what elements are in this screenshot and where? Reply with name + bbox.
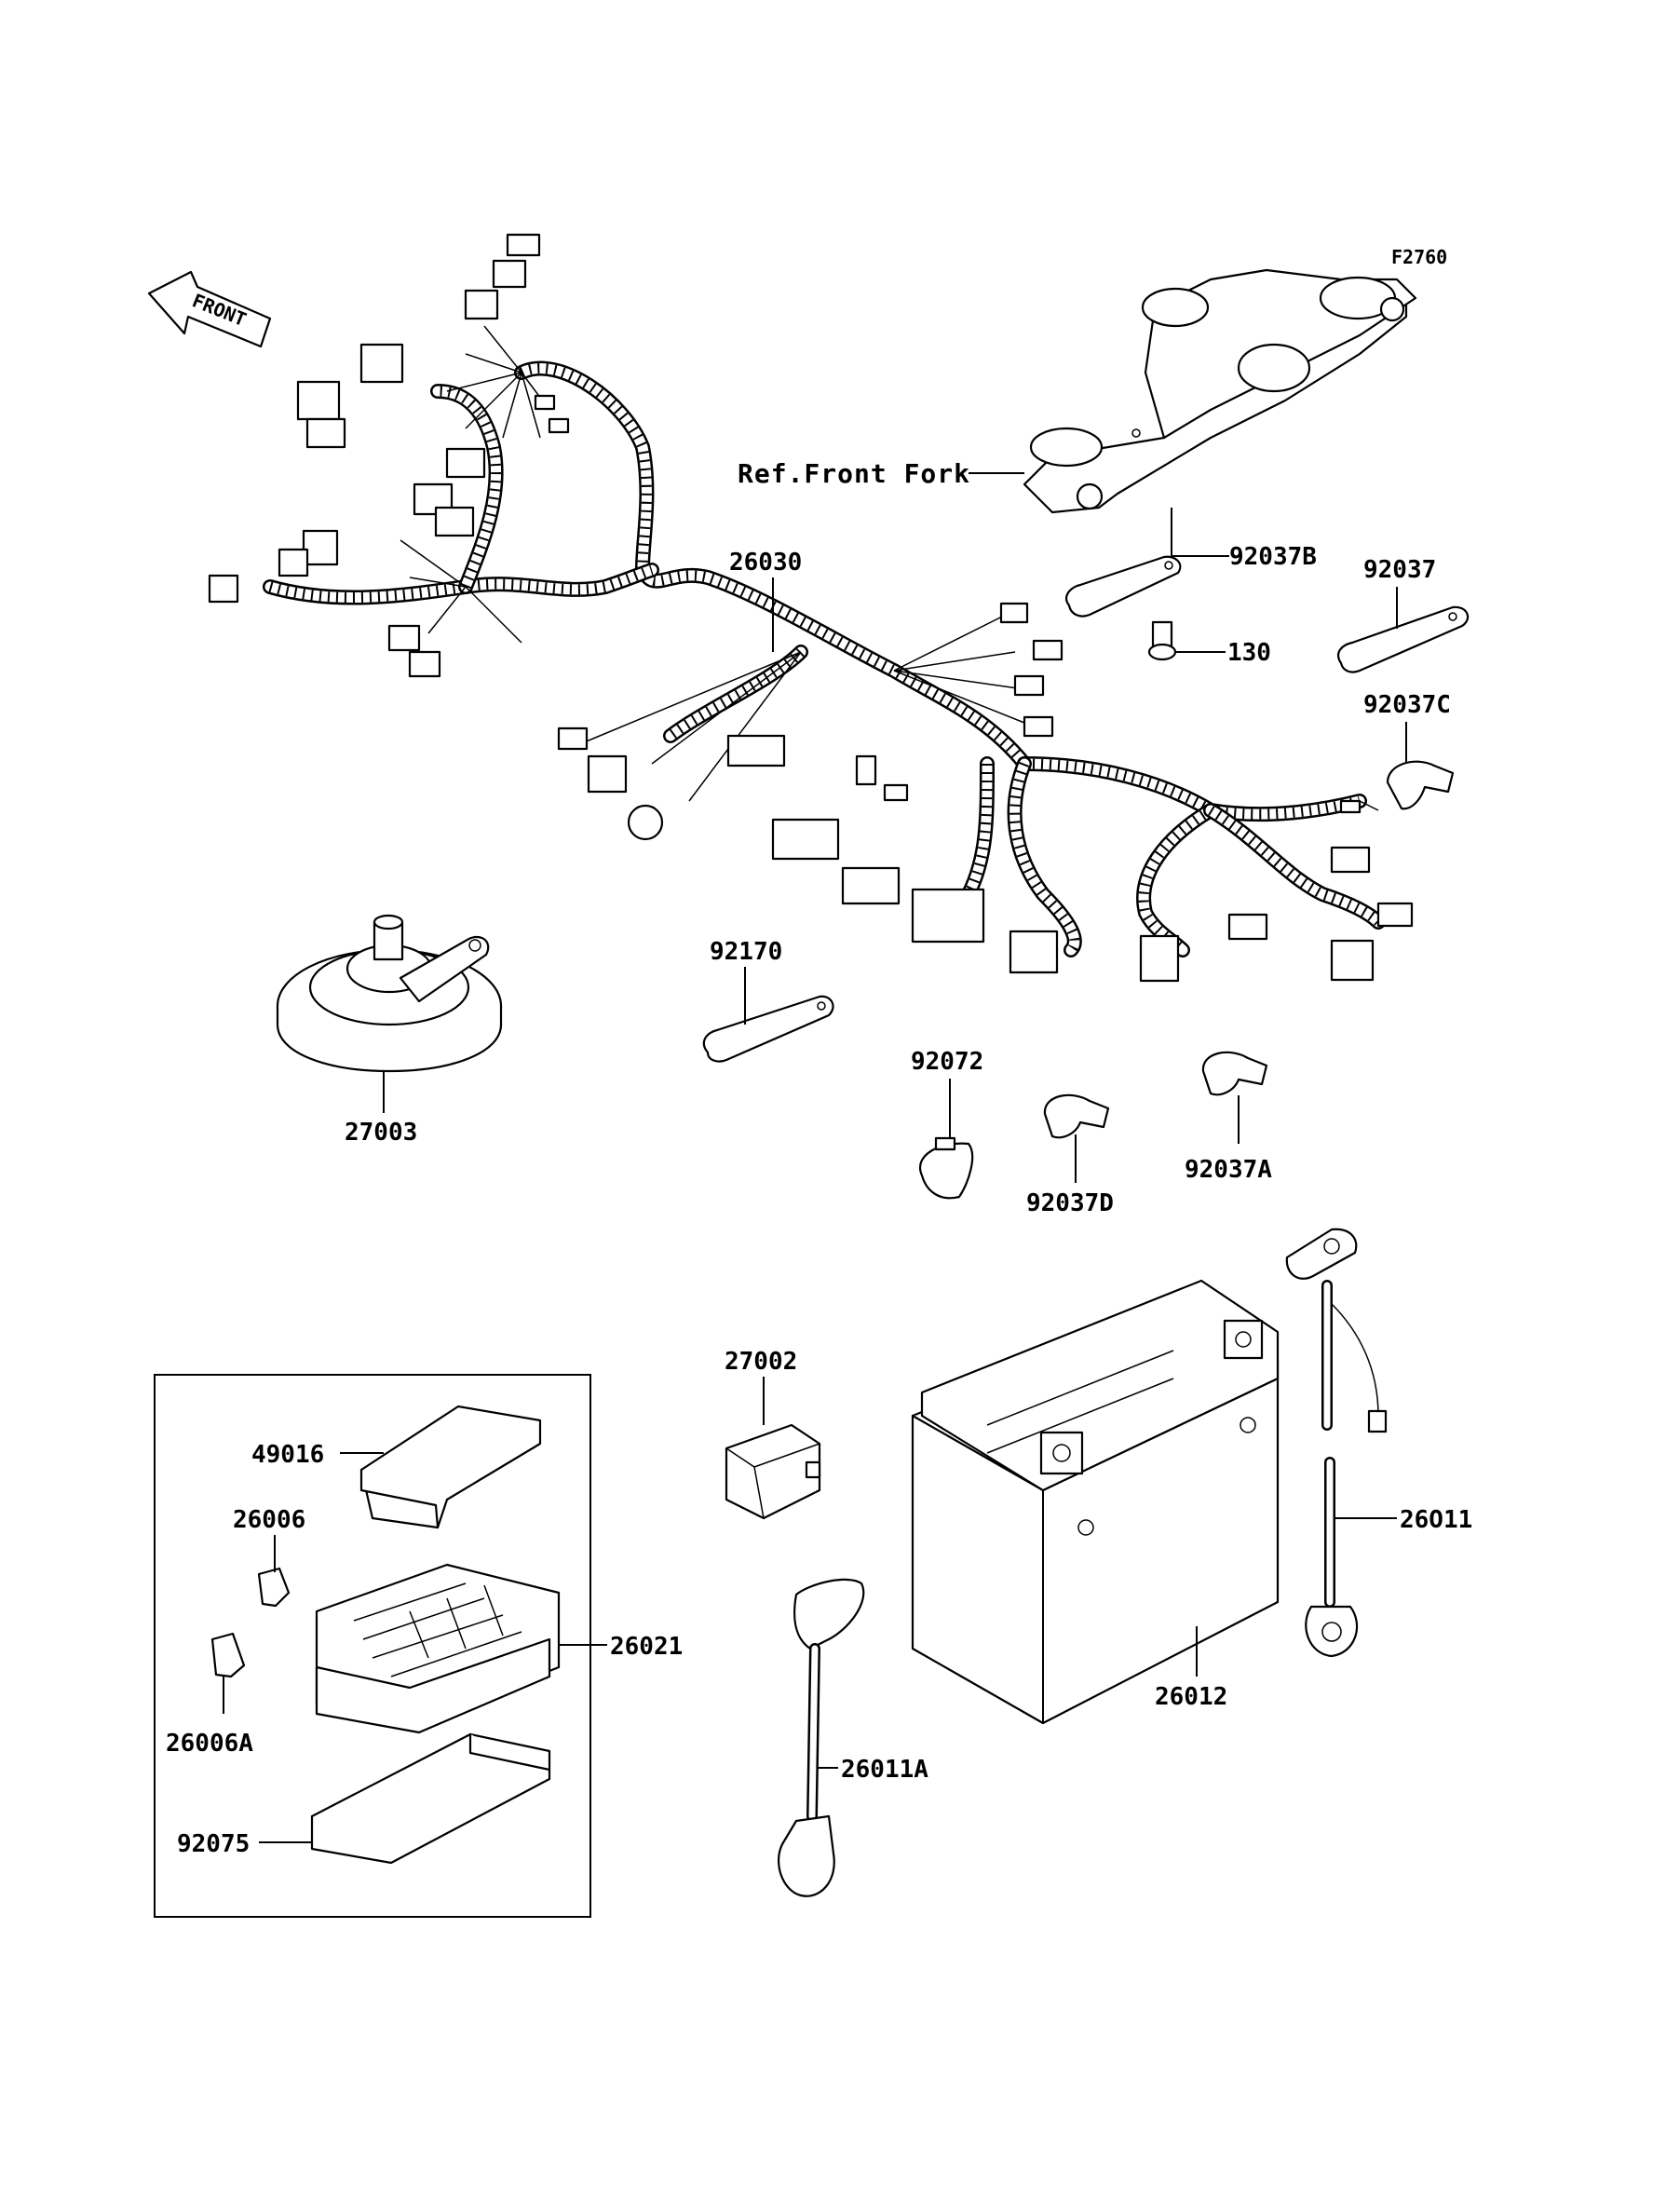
label-26011a: 26011A	[841, 1756, 928, 1784]
clip-92037c	[1386, 760, 1455, 810]
label-92037c: 92037C	[1363, 691, 1451, 719]
label-26006a: 26006A	[166, 1730, 253, 1758]
fuse-26006	[257, 1567, 291, 1608]
front-arrow-icon: FRONT	[147, 270, 272, 348]
label-92072: 92072	[911, 1048, 983, 1076]
label-92037d: 92037D	[1026, 1189, 1114, 1217]
battery-26012	[911, 1279, 1280, 1725]
main-wiring-harness	[208, 233, 1414, 983]
front-fork-bracket	[1023, 268, 1417, 514]
label-130: 130	[1227, 639, 1271, 667]
label-92037b: 92037B	[1229, 543, 1317, 571]
horn-27003	[276, 914, 503, 1073]
label-26011: 26O11	[1400, 1506, 1472, 1534]
ground-lead-26011	[1285, 1228, 1388, 1658]
figure-id: F2760	[1391, 246, 1447, 268]
label-26006: 26006	[233, 1506, 305, 1534]
fuse-box-26021	[315, 1563, 561, 1734]
label-92170: 92170	[710, 938, 782, 966]
label-26030: 26030	[729, 549, 802, 577]
bolt-130	[1147, 620, 1177, 661]
label-26012: 26012	[1155, 1683, 1227, 1711]
label-92075: 92075	[177, 1830, 250, 1858]
label-92037: 92037	[1363, 556, 1436, 584]
lead-wire-26011a	[778, 1578, 865, 1897]
label-26021: 26021	[610, 1633, 683, 1661]
fuse-cover-49016	[359, 1405, 542, 1529]
band-92072	[919, 1136, 974, 1200]
label-49016: 49016	[251, 1441, 324, 1469]
label-92037a: 92037A	[1185, 1156, 1272, 1184]
label-27002: 27002	[725, 1348, 797, 1376]
clamp-92037	[1337, 605, 1470, 673]
clamp-92170	[702, 995, 834, 1063]
ref-front-fork-label: Ref.Front Fork	[738, 458, 970, 489]
relay-27002	[725, 1423, 821, 1520]
clip-92037d	[1043, 1093, 1110, 1139]
fuse-26006a	[210, 1632, 246, 1678]
label-27003: 27003	[345, 1119, 417, 1147]
fuse-box-bottom-92075	[310, 1732, 551, 1865]
clip-92037a	[1201, 1051, 1268, 1096]
clamp-92037b	[1065, 555, 1182, 618]
